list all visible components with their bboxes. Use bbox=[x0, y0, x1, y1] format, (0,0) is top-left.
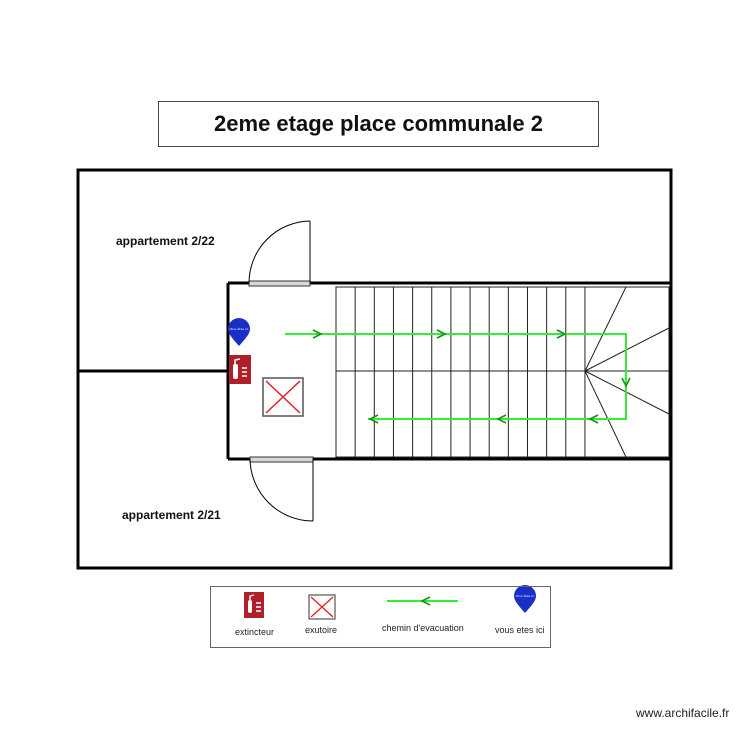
evacuation-arrow-icon bbox=[556, 329, 567, 339]
legend bbox=[210, 586, 551, 648]
evacuation-arrow-icon bbox=[621, 377, 631, 388]
room-label-lower: appartement 2/21 bbox=[122, 508, 221, 522]
legend-marker-text: Vous êtes ici bbox=[516, 594, 535, 598]
evacuation-arrow-icon bbox=[496, 414, 507, 424]
door-upper bbox=[248, 220, 311, 287]
legend-evacuation-route-icon bbox=[387, 596, 458, 606]
legend-label-evacuation-route: chemin d'evacuation bbox=[382, 623, 464, 633]
legend-extinguisher-icon bbox=[244, 592, 264, 618]
marker-text: Vous êtes ici bbox=[230, 327, 249, 331]
legend-you-are-here-icon: Vous êtes ici bbox=[514, 585, 536, 613]
credit[interactable]: www.archifacile.fr bbox=[636, 706, 730, 720]
legend-label-extinguisher: extincteur bbox=[235, 627, 275, 637]
legend-label-smoke-vent: exutoire bbox=[305, 625, 338, 635]
you-are-here-icon: Vous êtes ici bbox=[228, 318, 250, 346]
evacuation-arrows bbox=[312, 329, 631, 424]
legend-smoke-vent-icon bbox=[308, 594, 336, 620]
staircase bbox=[335, 286, 670, 458]
stair-treads bbox=[354, 287, 586, 457]
door-lower bbox=[249, 456, 314, 522]
hall-walls bbox=[226, 281, 671, 461]
evacuation-arrow-icon bbox=[368, 414, 379, 424]
room-label-upper: appartement 2/22 bbox=[116, 234, 215, 248]
evacuation-arrow-icon bbox=[436, 329, 447, 339]
outer-walls bbox=[76, 168, 673, 570]
evacuation-arrow-icon bbox=[312, 329, 323, 339]
evacuation-arrow-icon bbox=[588, 414, 599, 424]
legend-label-you-are-here: vous etes ici bbox=[495, 625, 545, 635]
extinguisher-icon bbox=[229, 355, 251, 384]
page-title: 2eme etage place communale 2 bbox=[214, 111, 543, 136]
smoke-vent-icon bbox=[262, 377, 304, 417]
title-box: 2eme etage place communale 2 bbox=[158, 101, 599, 147]
